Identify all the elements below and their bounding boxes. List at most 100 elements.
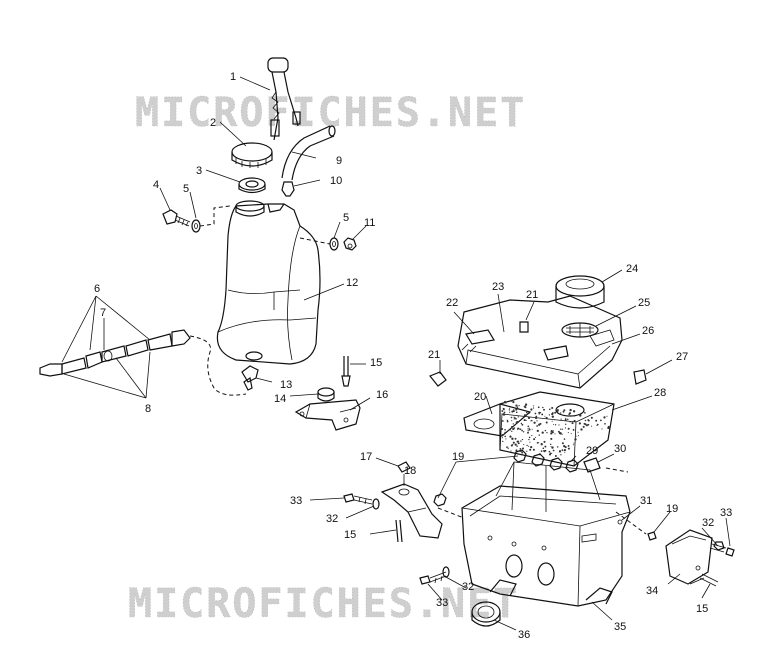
foam-speck [527,425,530,428]
callout-23: 23 [492,281,504,293]
foam-speck [606,415,608,417]
foam-speck [521,438,524,441]
foam-speck [554,411,557,414]
fuel-cap-part [231,142,273,168]
foam-speck [529,441,531,443]
foam-speck [528,445,530,447]
foam-speck [528,428,530,430]
callout-11: 11 [364,217,375,229]
callout-35: 35 [614,621,626,633]
foam-speck [505,438,507,440]
rubber-boot-part [471,601,501,627]
foam-speck [528,412,530,415]
foam-speck [564,418,567,420]
foam-speck [552,430,554,432]
pickup-fitting-part [241,365,259,391]
foam-speck [601,428,603,430]
foam-speck [573,442,575,444]
assembly-line [615,511,647,535]
callout-2: 2 [210,117,216,129]
foam-speck [531,434,533,437]
foam-speck [552,449,555,452]
foam-speck [503,400,507,403]
foam-speck [509,435,512,438]
callout-32: 32 [702,517,714,529]
foam-speck [549,443,552,446]
foam-speck [556,409,559,413]
callout-15: 15 [370,357,382,369]
foam-speck [572,429,575,431]
washer-part [372,498,725,578]
foam-speck [537,406,540,409]
callout-21: 21 [428,349,440,361]
foam-speck [523,444,525,446]
assembly-line [437,507,465,519]
foam-speck [515,408,518,411]
callout-21: 21 [526,289,538,301]
foam-speck [528,438,530,441]
callout-5: 5 [343,212,349,224]
foam-speck [518,404,520,407]
foam-speck [542,406,544,409]
foam-speck [535,417,538,420]
screw-part [162,209,191,227]
foam-speck [561,442,564,445]
foam-speck [508,409,511,411]
foam-speck [569,420,571,423]
callout-32: 32 [326,513,338,525]
foam-filter-part [499,391,615,467]
callout-30: 30 [614,443,626,455]
foam-speck [535,415,538,418]
foam-speck [560,428,562,430]
foam-speck [510,400,513,402]
foam-speck [550,445,552,448]
assembly-line [199,205,231,227]
air-box-gasket-part [463,403,532,437]
hose-fitting-part [433,449,657,541]
foam-speck [510,450,512,452]
foam-speck [577,435,580,437]
foam-speck [527,431,529,434]
foam-speck [521,423,524,426]
foam-speck [520,422,523,425]
callout-36: 36 [518,629,530,641]
foam-speck [563,448,567,452]
foam-speck [513,418,515,420]
drain-tube-part [699,573,719,587]
foam-speck [569,408,572,412]
foam-speck [551,446,554,449]
foam-speck [521,451,524,454]
foam-speck [519,448,522,450]
foam-speck [596,423,599,426]
foam-speck [502,440,504,443]
callout-9: 9 [336,155,342,167]
foam-speck [509,407,511,409]
hose-fitting-part [281,181,295,197]
foam-speck [562,410,565,413]
callout-15: 15 [344,529,356,541]
foam-speck [503,411,506,414]
foam-speck [534,436,537,438]
callout-13: 13 [280,379,292,391]
callout-26: 26 [642,325,654,337]
callout-22: 22 [446,297,458,309]
foam-speck [530,446,533,449]
filter-ring-part [555,275,605,309]
foam-speck [571,422,574,425]
foam-speck [501,427,504,430]
foam-speck [545,421,548,424]
foam-speck [548,408,551,411]
callout-4: 4 [153,179,159,191]
foam-speck [579,414,582,417]
foam-speck [554,424,557,426]
foam-speck [507,447,509,449]
filter-screen-part [561,322,599,338]
foam-speck [517,427,520,430]
foam-speck [525,419,527,422]
foam-speck [563,438,566,440]
foam-speck [540,443,543,446]
callout-labels: 1 2 3 4 5 5 6 7 8 9 10 11 12 13 14 15 15… [94,71,732,641]
callout-10: 10 [330,175,342,187]
foam-speck [502,407,505,410]
foam-speck [514,437,517,440]
